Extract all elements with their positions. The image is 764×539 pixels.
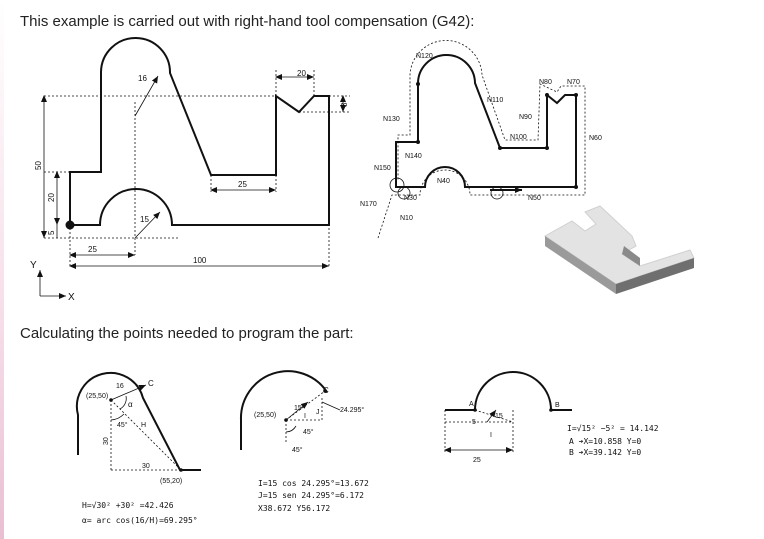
intro-heading: This example is carried out with right-h…: [20, 13, 475, 30]
calc2-r15: 15: [294, 405, 302, 412]
calc1-h30: 30: [142, 463, 150, 470]
calc3-line3: B ➔X=39.142 Y=0: [569, 448, 641, 457]
label-n80: N80: [539, 79, 552, 86]
calc2-angle: 24.295°: [340, 406, 364, 414]
origin-marker: [65, 220, 75, 230]
calc1-r16: 16: [116, 383, 124, 390]
tool-circle-a: [389, 177, 405, 193]
calc3-w25: 25: [473, 457, 481, 464]
label-n60: N60: [589, 135, 602, 142]
calc3-a: A: [469, 401, 474, 408]
calc3-v5: 5: [472, 419, 476, 426]
part-outline: [69, 37, 330, 226]
main-part-drawing: 16 20 8 50 20 5 25 15 25 100 Y X: [30, 37, 350, 303]
calc1-v30: 30: [103, 437, 110, 445]
toolpath-part-outline: [395, 54, 577, 188]
calc2-45-a: 45°: [303, 428, 314, 436]
label-n40: N40: [437, 178, 450, 185]
calc3-i: I: [490, 432, 492, 439]
label-n170: N170: [360, 201, 377, 208]
calc1-c: C: [148, 379, 154, 388]
calc2-45-b: 45°: [292, 446, 303, 454]
dim-r16: 16: [138, 74, 147, 83]
axis-x-label: X: [68, 292, 75, 303]
calc2-line3: X38.672 Y56.172: [258, 504, 330, 513]
calc1-h: H: [141, 422, 146, 429]
label-n30: N30: [404, 195, 417, 202]
tool-circle-c: [490, 186, 504, 200]
dim-25-base: 25: [88, 245, 97, 254]
label-n70: N70: [567, 79, 580, 86]
calc1-point-b: (55,20): [160, 478, 182, 485]
toolpath-compensated: [377, 40, 586, 239]
calc3-line2: A ➔X=10.858 Y=0: [569, 437, 641, 446]
label-n140: N140: [405, 153, 422, 160]
calc-diagram-1: (25,50) (55,20) 16 C α H 45° 30 30 H=√30…: [75, 371, 201, 525]
calc1-formula-h: H=√30² +30² =42.426: [82, 501, 174, 510]
dim-25-mid: 25: [238, 180, 247, 189]
calc1-formula-alpha: α= arc cos(16/H)=69.295°: [82, 516, 198, 525]
calc2-i: I: [304, 413, 306, 420]
dim-8: 8: [340, 102, 349, 107]
dim-20: 20: [297, 69, 306, 78]
3d-part-illustration: [544, 205, 695, 294]
calc3-b: B: [555, 402, 560, 409]
page-edge-accent: [0, 0, 4, 539]
calc2-point: (25,50): [254, 412, 276, 419]
calc2-line1: I=15 cos 24.295°=13.672: [258, 479, 369, 488]
calc-diagram-2: (25,50) 15 I J C 24.295° 45° 45° I=15 co…: [239, 370, 369, 513]
dim-50: 50: [34, 161, 43, 170]
dim-20-vertical: 20: [47, 193, 56, 202]
toolpath-drawing: N10 N30 N40 N50 N60 N70 N80 N90 N100 N11…: [360, 40, 602, 239]
dim-5: 5: [47, 230, 56, 235]
label-n130: N130: [383, 116, 400, 123]
axis-y-label: Y: [30, 260, 37, 271]
calc1-point-a: (25,50): [86, 393, 108, 400]
label-n110: N110: [487, 97, 503, 104]
calc-heading: Calculating the points needed to program…: [20, 325, 354, 342]
calc1-45: 45°: [117, 421, 128, 429]
tool-circle-b: [397, 186, 411, 200]
label-n10: N10: [400, 215, 413, 222]
label-n50: N50: [528, 195, 541, 202]
calc3-line1: I=√15² −5² = 14.142: [567, 424, 659, 433]
calc2-j: J: [316, 409, 320, 416]
label-n120: N120: [416, 53, 433, 60]
label-n90: N90: [519, 114, 532, 121]
calc-diagram-3: A B 15 5 I 25 I=√15² −5² = 14.142 A ➔X=1…: [444, 371, 659, 464]
dim-r15: 15: [140, 215, 149, 224]
calc2-c: C: [323, 386, 329, 395]
label-n100: N100: [510, 134, 527, 141]
label-n150: N150: [374, 165, 391, 172]
calc1-alpha: α: [128, 400, 133, 409]
calc2-line2: J=15 sen 24.295°=6.172: [258, 491, 364, 500]
dim-100: 100: [193, 256, 207, 265]
calc3-r15: 15: [495, 413, 503, 420]
